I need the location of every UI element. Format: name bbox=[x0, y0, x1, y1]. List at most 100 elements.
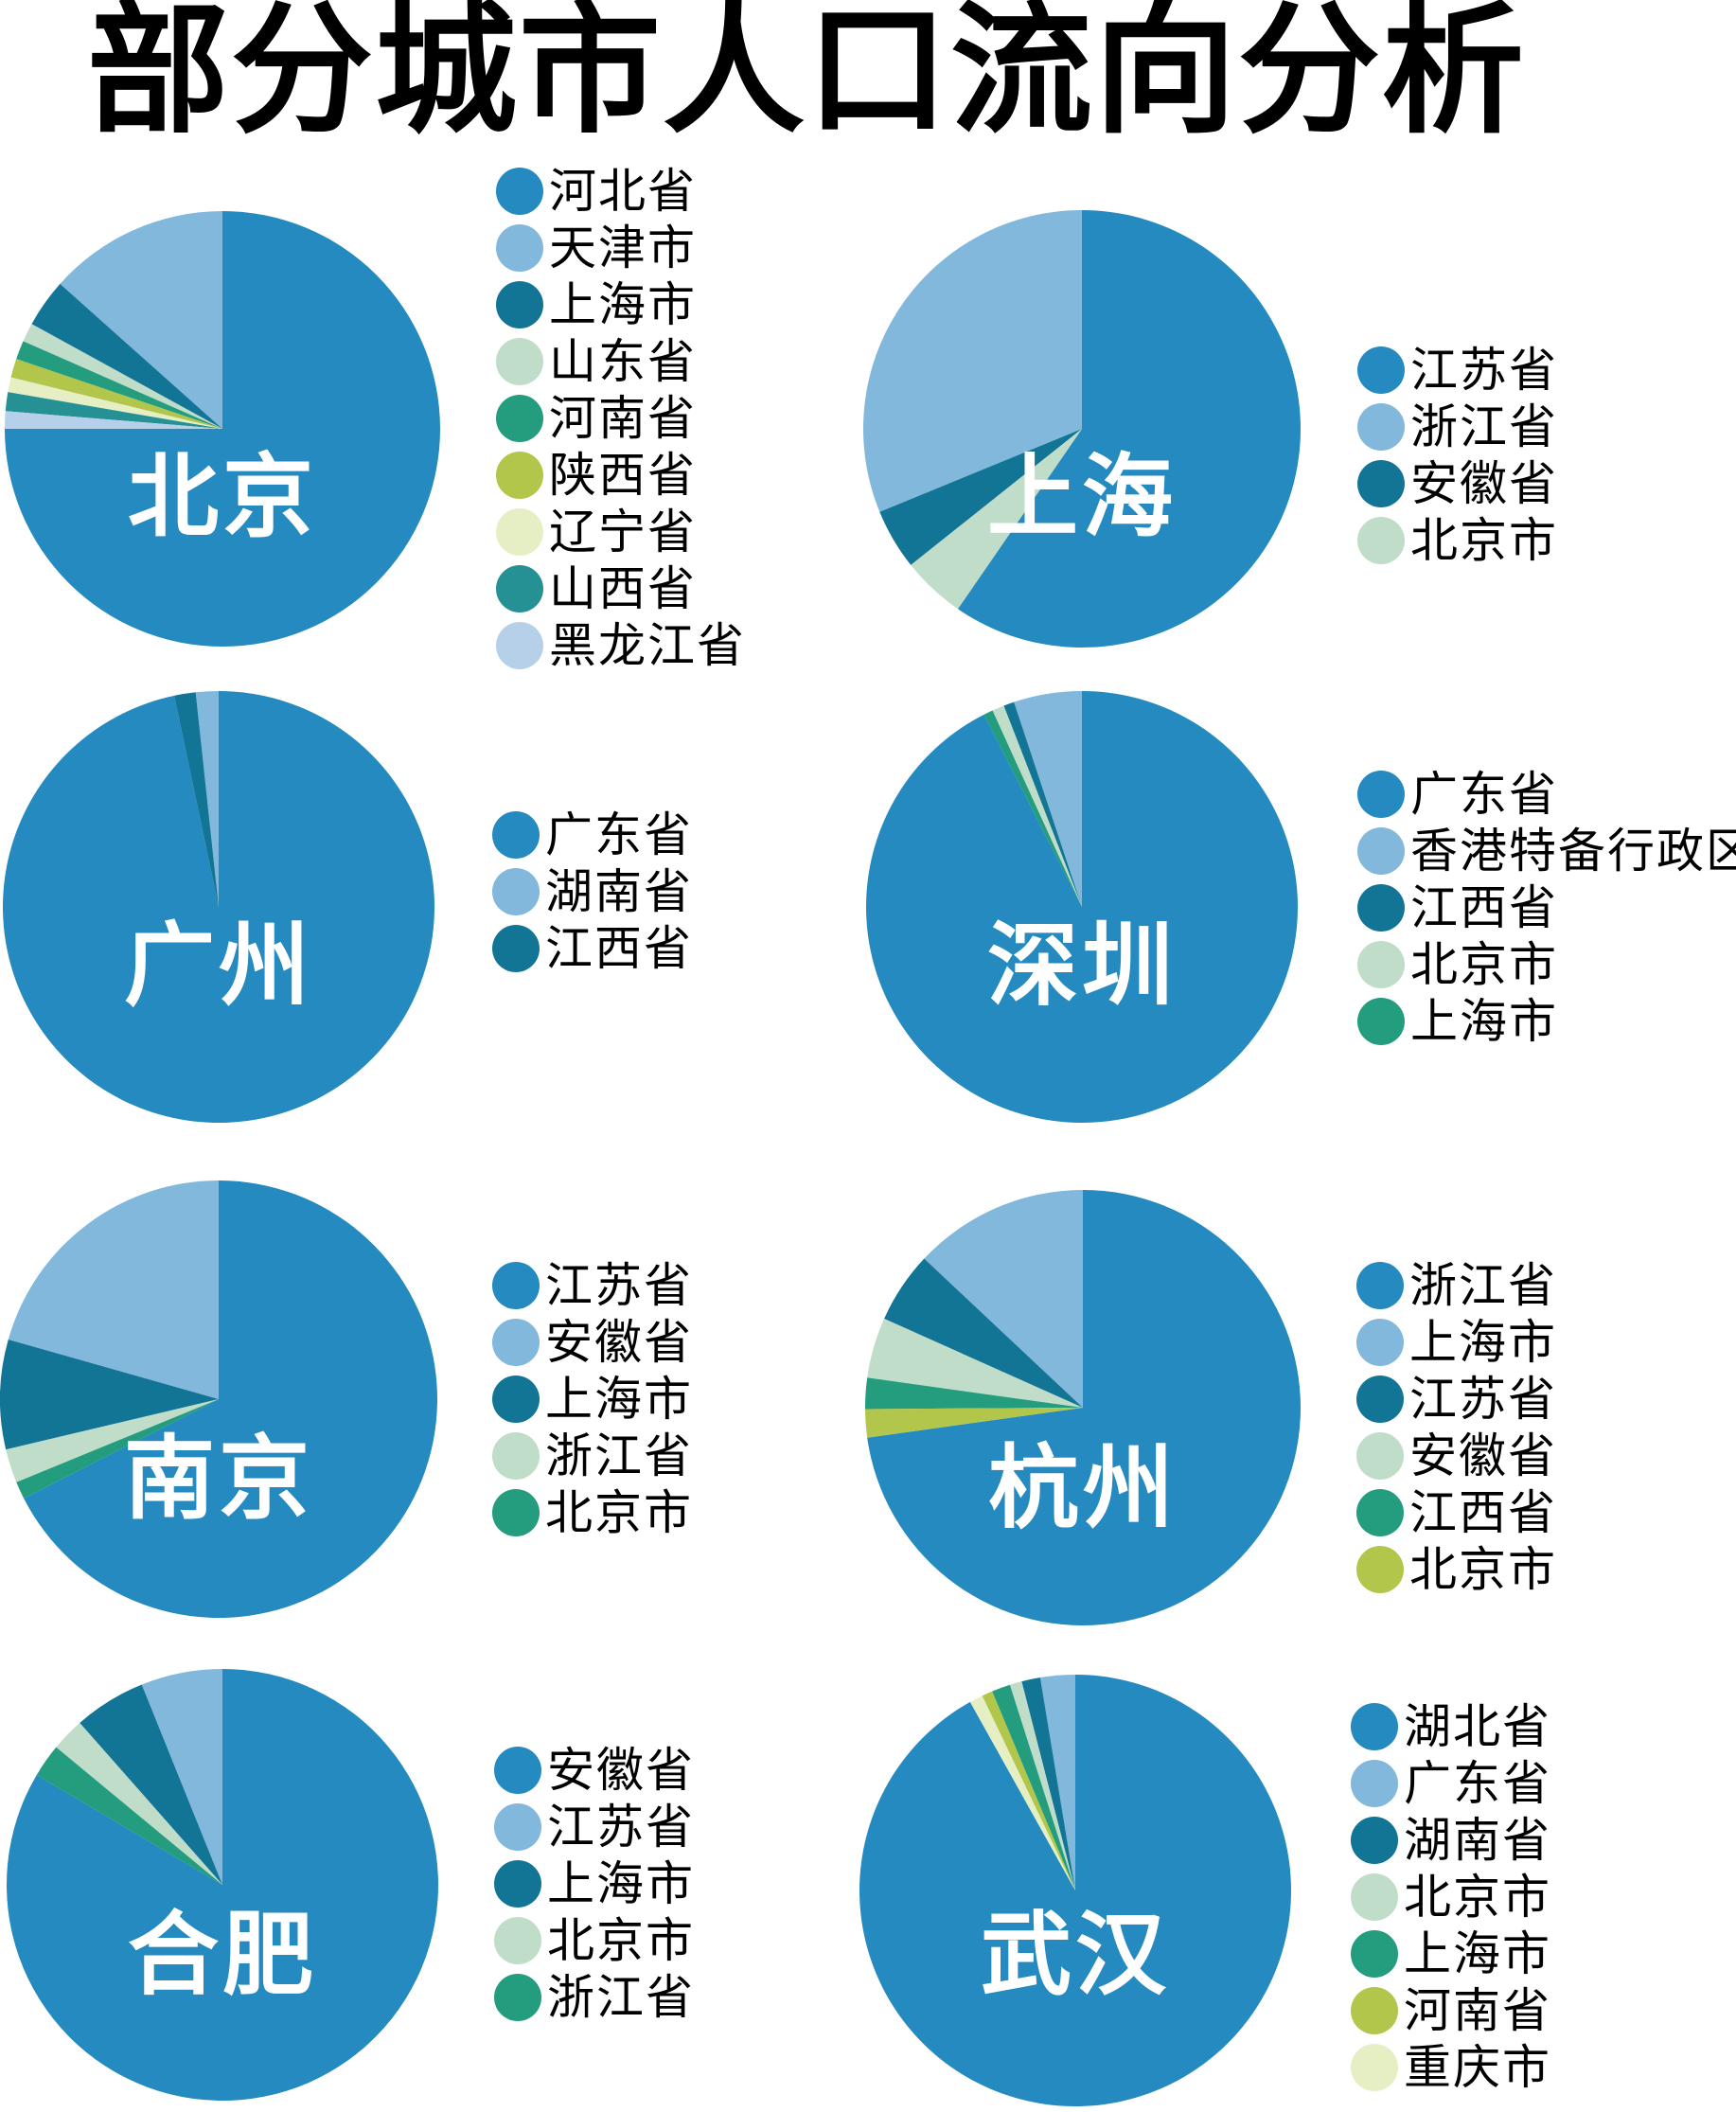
legend-label: 重庆市 bbox=[1404, 2040, 1551, 2095]
pie-slice-陕西省 bbox=[10, 359, 222, 429]
legend-2: 广东省湖南省江西省 bbox=[492, 807, 693, 977]
legend-swatch-icon bbox=[1357, 998, 1405, 1045]
legend-label: 广东省 bbox=[1410, 767, 1558, 822]
pie-svg bbox=[2, 691, 434, 1123]
pie-slice-北京市 bbox=[56, 1722, 222, 1885]
pie-slice-山西省 bbox=[5, 392, 223, 429]
legend-label: 安徽省 bbox=[545, 1315, 693, 1370]
pie-slice-上海市 bbox=[0, 1339, 219, 1450]
legend-label: 北京市 bbox=[1404, 1870, 1551, 1925]
legend-swatch-icon bbox=[492, 1432, 540, 1480]
legend-4: 江苏省安徽省上海市浙江省北京市 bbox=[492, 1257, 693, 1541]
pie-slice-江西省 bbox=[1003, 701, 1082, 907]
legend-swatch-icon bbox=[1356, 1546, 1404, 1593]
legend-label: 上海市 bbox=[1409, 1315, 1557, 1370]
legend-label: 安徽省 bbox=[547, 1743, 695, 1798]
legend-swatch-icon bbox=[1356, 1319, 1404, 1366]
pie-slice-上海市 bbox=[31, 283, 222, 429]
legend-swatch-icon bbox=[1357, 460, 1405, 507]
pie-slice-香港特备行政区 bbox=[1014, 691, 1082, 907]
legend-swatch-icon bbox=[492, 1262, 540, 1309]
pie-slice-湖南省 bbox=[1021, 1677, 1075, 1890]
legend-item: 北京市 bbox=[494, 1912, 695, 1969]
pie-slice-山东省 bbox=[23, 324, 222, 429]
legend-swatch-icon bbox=[1351, 1703, 1398, 1750]
legend-item: 山西省 bbox=[496, 560, 746, 617]
legend-label: 上海市 bbox=[547, 1856, 695, 1911]
legend-5: 浙江省上海市江苏省安徽省江西省北京市 bbox=[1356, 1257, 1557, 1598]
pie-svg bbox=[859, 1675, 1291, 2106]
pie-chart-6: 合肥 bbox=[5, 1667, 440, 2103]
legend-swatch-icon bbox=[1351, 1817, 1398, 1864]
legend-label: 香港特备行政区 bbox=[1410, 824, 1736, 879]
legend-label: 湖南省 bbox=[545, 864, 693, 919]
legend-item: 北京市 bbox=[1351, 1869, 1551, 1926]
pie-slice-北京市 bbox=[992, 705, 1082, 907]
legend-swatch-icon bbox=[496, 565, 543, 612]
legend-label: 江苏省 bbox=[1409, 1372, 1557, 1427]
pie-slice-北京市 bbox=[911, 429, 1082, 610]
legend-swatch-icon bbox=[496, 395, 543, 442]
legend-item: 广东省 bbox=[1351, 1755, 1551, 1812]
pie-slice-江苏省 bbox=[957, 210, 1301, 648]
legend-item: 广东省 bbox=[492, 807, 693, 863]
legend-item: 河南省 bbox=[1351, 1982, 1551, 2039]
legend-item: 河北省 bbox=[496, 163, 746, 220]
pie-slice-北京市 bbox=[865, 1408, 1083, 1438]
legend-label: 天津市 bbox=[549, 221, 697, 275]
legend-item: 上海市 bbox=[1356, 1314, 1557, 1371]
legend-item: 安徽省 bbox=[1356, 1428, 1557, 1484]
legend-swatch-icon bbox=[1351, 1987, 1398, 2034]
legend-label: 山东省 bbox=[549, 334, 697, 389]
legend-item: 河南省 bbox=[496, 390, 746, 447]
pie-svg bbox=[865, 1190, 1301, 1625]
legend-label: 河南省 bbox=[549, 391, 697, 446]
pie-slice-浙江省 bbox=[36, 1747, 222, 1885]
pie-slice-重庆市 bbox=[969, 1695, 1075, 1890]
legend-swatch-icon bbox=[492, 925, 540, 972]
legend-swatch-icon bbox=[494, 1917, 541, 1964]
pie-svg bbox=[866, 691, 1298, 1123]
legend-swatch-icon bbox=[492, 1489, 540, 1536]
legend-item: 北京市 bbox=[1357, 512, 1558, 569]
legend-swatch-icon bbox=[1357, 517, 1405, 564]
legend-item: 浙江省 bbox=[492, 1428, 693, 1484]
legend-item: 上海市 bbox=[492, 1371, 693, 1428]
pie-slice-北京市 bbox=[16, 1399, 220, 1499]
legend-label: 浙江省 bbox=[545, 1429, 693, 1483]
pie-slice-江苏省 bbox=[141, 1669, 222, 1885]
legend-label: 北京市 bbox=[1410, 937, 1558, 992]
pie-slice-湖北省 bbox=[859, 1675, 1291, 2106]
pie-slice-河南省 bbox=[16, 341, 222, 429]
legend-label: 上海市 bbox=[545, 1372, 693, 1427]
legend-item: 江西省 bbox=[1357, 879, 1736, 936]
pie-slice-北京市 bbox=[1009, 1681, 1075, 1890]
pie-chart-0: 北京 bbox=[3, 209, 442, 648]
pie-slice-上海市 bbox=[80, 1684, 223, 1885]
legend-label: 江西省 bbox=[1410, 880, 1558, 935]
legend-swatch-icon bbox=[1356, 1262, 1404, 1309]
pie-slice-广东省 bbox=[2, 691, 434, 1123]
pie-slice-江苏省 bbox=[884, 1258, 1083, 1408]
legend-item: 湖南省 bbox=[492, 863, 693, 920]
legend-swatch-icon bbox=[1356, 1375, 1404, 1423]
pie-chart-5: 杭州 bbox=[863, 1188, 1302, 1627]
legend-item: 湖南省 bbox=[1351, 1812, 1551, 1869]
legend-label: 浙江省 bbox=[1410, 399, 1558, 454]
legend-label: 陕西省 bbox=[549, 448, 697, 503]
legend-label: 北京市 bbox=[545, 1485, 693, 1540]
legend-label: 辽宁省 bbox=[549, 505, 697, 559]
legend-item: 江苏省 bbox=[1357, 342, 1558, 399]
pie-chart-2: 广州 bbox=[1, 689, 436, 1125]
legend-item: 浙江省 bbox=[494, 1969, 695, 2026]
legend-item: 广东省 bbox=[1357, 766, 1736, 823]
legend-swatch-icon bbox=[496, 338, 543, 385]
pie-svg bbox=[5, 211, 440, 647]
legend-label: 河北省 bbox=[549, 164, 697, 219]
legend-item: 江苏省 bbox=[1356, 1371, 1557, 1428]
pie-slice-浙江省 bbox=[867, 1190, 1301, 1625]
chart-title: 部分城市人口流向分析 bbox=[87, 0, 1527, 153]
legend-label: 安徽省 bbox=[1409, 1429, 1557, 1483]
legend-item: 辽宁省 bbox=[496, 504, 746, 560]
pie-svg bbox=[6, 1669, 438, 2101]
